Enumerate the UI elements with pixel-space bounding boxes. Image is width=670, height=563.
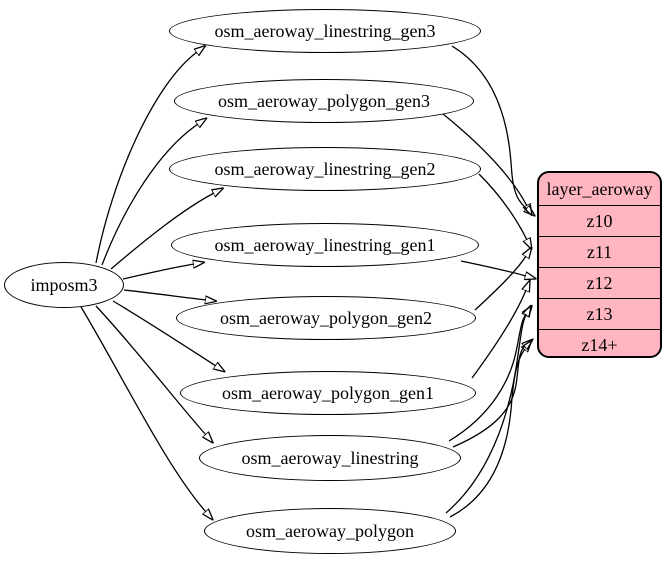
layer-row-z13-label: z13 (586, 304, 613, 324)
layer-aeroway-title-row: layer_aeroway (539, 173, 660, 205)
layer-row-z10-label: z10 (586, 211, 613, 231)
edge-imposm3-to-polygon (80, 306, 206, 512)
edge-imposm3-to-polygon-gen3 (101, 124, 198, 266)
node-osm-aeroway-linestring-gen2: osm_aeroway_linestring_gen2 (169, 147, 481, 191)
node-imposm3-label: imposm3 (30, 275, 98, 295)
table-label: osm_aeroway_linestring_gen3 (214, 21, 436, 41)
table-label: osm_aeroway_polygon_gen1 (222, 383, 434, 403)
edge-polygon-to-z13 (445, 315, 526, 514)
edge-imposm3-to-polygon-gen1 (112, 300, 216, 366)
edge-polygon-gen2-to-z11 (474, 256, 526, 311)
edge-polygon-gen1-to-z12 (471, 290, 526, 379)
layer-row-z12-label: z12 (586, 273, 613, 293)
layer-row-z14plus: z14+ (539, 329, 660, 356)
edge-polygon-gen3-to-z10 (442, 113, 527, 206)
table-label: osm_aeroway_linestring_gen2 (214, 159, 436, 179)
node-osm-aeroway-polygon-gen1: osm_aeroway_polygon_gen1 (180, 371, 476, 415)
edge-imposm3-to-linestring-gen2 (110, 193, 214, 270)
layer-aeroway-title: layer_aeroway (546, 179, 653, 199)
node-osm-aeroway-polygon-gen3: osm_aeroway_polygon_gen3 (174, 79, 474, 123)
layer-row-z13: z13 (539, 298, 660, 329)
edge-linestring-gen1-to-z12 (460, 260, 526, 276)
edge-imposm3-to-linestring-gen1 (122, 264, 194, 280)
edge-polygon-to-z14 (449, 349, 525, 518)
node-layer-aeroway: layer_aeroway z10 z11 z12 z13 z14+ (537, 171, 662, 358)
layer-row-z12: z12 (539, 267, 660, 298)
node-imposm3: imposm3 (4, 262, 124, 308)
layer-row-z11: z11 (539, 236, 660, 267)
edge-imposm3-to-polygon-gen2 (123, 289, 206, 300)
edge-imposm3-to-linestring (95, 305, 206, 435)
node-osm-aeroway-polygon: osm_aeroway_polygon (204, 508, 456, 554)
table-label: osm_aeroway_linestring_gen1 (214, 235, 436, 255)
table-label: osm_aeroway_linestring (241, 448, 419, 468)
table-label: osm_aeroway_polygon_gen3 (218, 91, 430, 111)
edge-linestring-to-z13 (448, 314, 526, 442)
table-label: osm_aeroway_polygon (246, 521, 414, 541)
table-label: osm_aeroway_polygon_gen2 (220, 308, 432, 328)
node-osm-aeroway-linestring: osm_aeroway_linestring (199, 435, 461, 481)
node-osm-aeroway-linestring-gen1: osm_aeroway_linestring_gen1 (171, 223, 479, 267)
layer-row-z11-label: z11 (586, 242, 613, 262)
edge-imposm3-to-linestring-gen3 (95, 52, 197, 264)
node-osm-aeroway-polygon-gen2: osm_aeroway_polygon_gen2 (176, 296, 476, 340)
layer-row-z14plus-label: z14+ (581, 335, 618, 355)
edge-linestring-to-z14 (452, 346, 525, 448)
edge-linestring-gen3-to-z10 (451, 45, 527, 209)
node-osm-aeroway-linestring-gen3: osm_aeroway_linestring_gen3 (169, 9, 481, 53)
layer-row-z10: z10 (539, 205, 660, 236)
edge-linestring-gen2-to-z11 (478, 173, 527, 240)
